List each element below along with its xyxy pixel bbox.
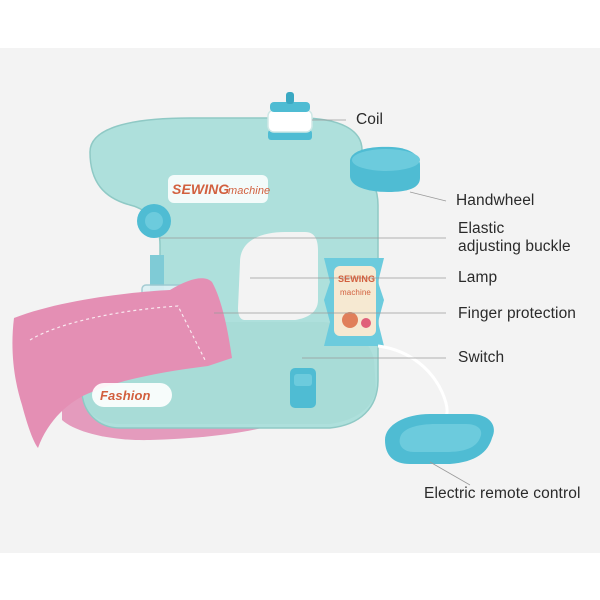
spool-cap	[270, 102, 310, 112]
fashion-badge	[92, 383, 172, 407]
callout-remote: Electric remote control	[424, 485, 581, 502]
leader-lines	[160, 119, 471, 486]
callout-elastic-line2: adjusting buckle	[458, 238, 571, 255]
fabric-stitching	[29, 305, 206, 361]
brand-sticker	[168, 175, 268, 203]
callout-elastic-line1: Elastic	[458, 220, 505, 237]
callout-coil: Coil	[356, 111, 384, 128]
fashion-text: Fashion	[100, 388, 151, 403]
callout-switch: Switch	[458, 349, 505, 366]
pink-fabric	[12, 278, 232, 448]
callout-finger-protection: Finger protection	[458, 305, 577, 322]
brand-word: SEWING	[172, 181, 230, 197]
spool-pin	[286, 92, 294, 104]
spool-thread	[267, 109, 313, 133]
handwheel-rim	[352, 149, 420, 171]
callout-lamp: Lamp	[458, 269, 498, 286]
arm-opening	[238, 232, 318, 320]
callout-handwheel: Handwheel	[456, 192, 535, 209]
brand-sub: machine	[228, 185, 271, 197]
panel-sub: machine	[340, 288, 371, 297]
panel-word: SEWING	[338, 274, 376, 284]
